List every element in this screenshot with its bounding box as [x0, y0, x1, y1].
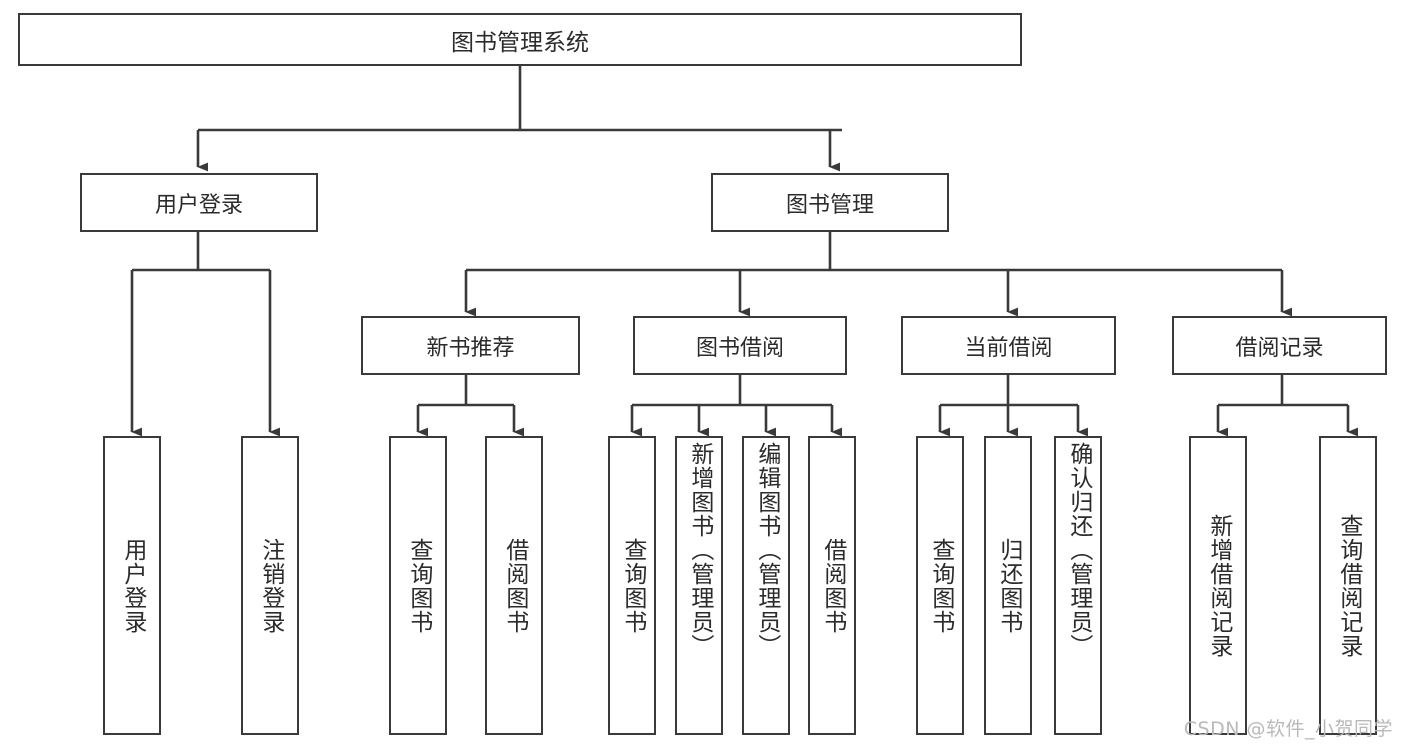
node-leaf-query-borrow-record[interactable]: 查询借阅记录 [1319, 436, 1377, 735]
node-book-borrow-label: 图书借阅 [695, 335, 784, 361]
leaf-label: 注销登录 [257, 537, 284, 634]
leaf-label: 查询借阅记录 [1335, 513, 1362, 658]
node-leaf-return-book[interactable]: 归还图书 [984, 436, 1032, 735]
node-new-book-recommend-label: 新书推荐 [426, 335, 515, 361]
node-book-management-label: 图书管理 [785, 192, 874, 218]
node-leaf-add-book[interactable]: 新增图书（管理员） [675, 436, 723, 735]
node-new-book-recommend[interactable]: 新书推荐 [361, 316, 580, 375]
node-user-login[interactable]: 用户登录 [80, 173, 318, 232]
node-leaf-add-borrow-record[interactable]: 新增借阅记录 [1189, 436, 1247, 735]
leaf-label: 用户登录 [119, 537, 146, 634]
leaf-label: 归还图书 [995, 537, 1022, 634]
node-leaf-borrow-book-2[interactable]: 借阅图书 [808, 436, 856, 735]
node-leaf-query-book-3[interactable]: 查询图书 [916, 436, 964, 735]
node-borrow-record-label: 借阅记录 [1235, 335, 1324, 361]
node-leaf-edit-book[interactable]: 编辑图书（管理员） [742, 436, 790, 735]
leaf-label: 新增图书（管理员） [686, 442, 713, 658]
node-root-label: 图书管理系统 [451, 29, 589, 56]
leaf-label: 查询图书 [619, 537, 646, 634]
node-leaf-query-book-1[interactable]: 查询图书 [389, 436, 447, 735]
node-current-borrow[interactable]: 当前借阅 [901, 316, 1116, 375]
node-leaf-confirm-return[interactable]: 确认归还（管理员） [1054, 436, 1102, 735]
leaf-label: 确认归还（管理员） [1065, 442, 1092, 658]
node-current-borrow-label: 当前借阅 [964, 335, 1053, 361]
node-book-management[interactable]: 图书管理 [711, 173, 949, 232]
leaf-label: 借阅图书 [819, 537, 846, 634]
node-book-borrow[interactable]: 图书借阅 [633, 316, 847, 375]
leaf-label: 编辑图书（管理员） [753, 442, 780, 658]
node-leaf-logout-login[interactable]: 注销登录 [241, 436, 299, 735]
node-root-book-management-system[interactable]: 图书管理系统 [18, 13, 1022, 66]
node-leaf-query-book-2[interactable]: 查询图书 [608, 436, 656, 735]
leaf-label: 新增借阅记录 [1205, 513, 1232, 658]
node-leaf-borrow-book-1[interactable]: 借阅图书 [485, 436, 543, 735]
node-borrow-record[interactable]: 借阅记录 [1172, 316, 1387, 375]
leaf-label: 查询图书 [927, 537, 954, 634]
leaf-label: 查询图书 [405, 537, 432, 634]
node-user-login-label: 用户登录 [154, 192, 243, 218]
leaf-label: 借阅图书 [501, 537, 528, 634]
node-leaf-user-login[interactable]: 用户登录 [103, 436, 161, 735]
